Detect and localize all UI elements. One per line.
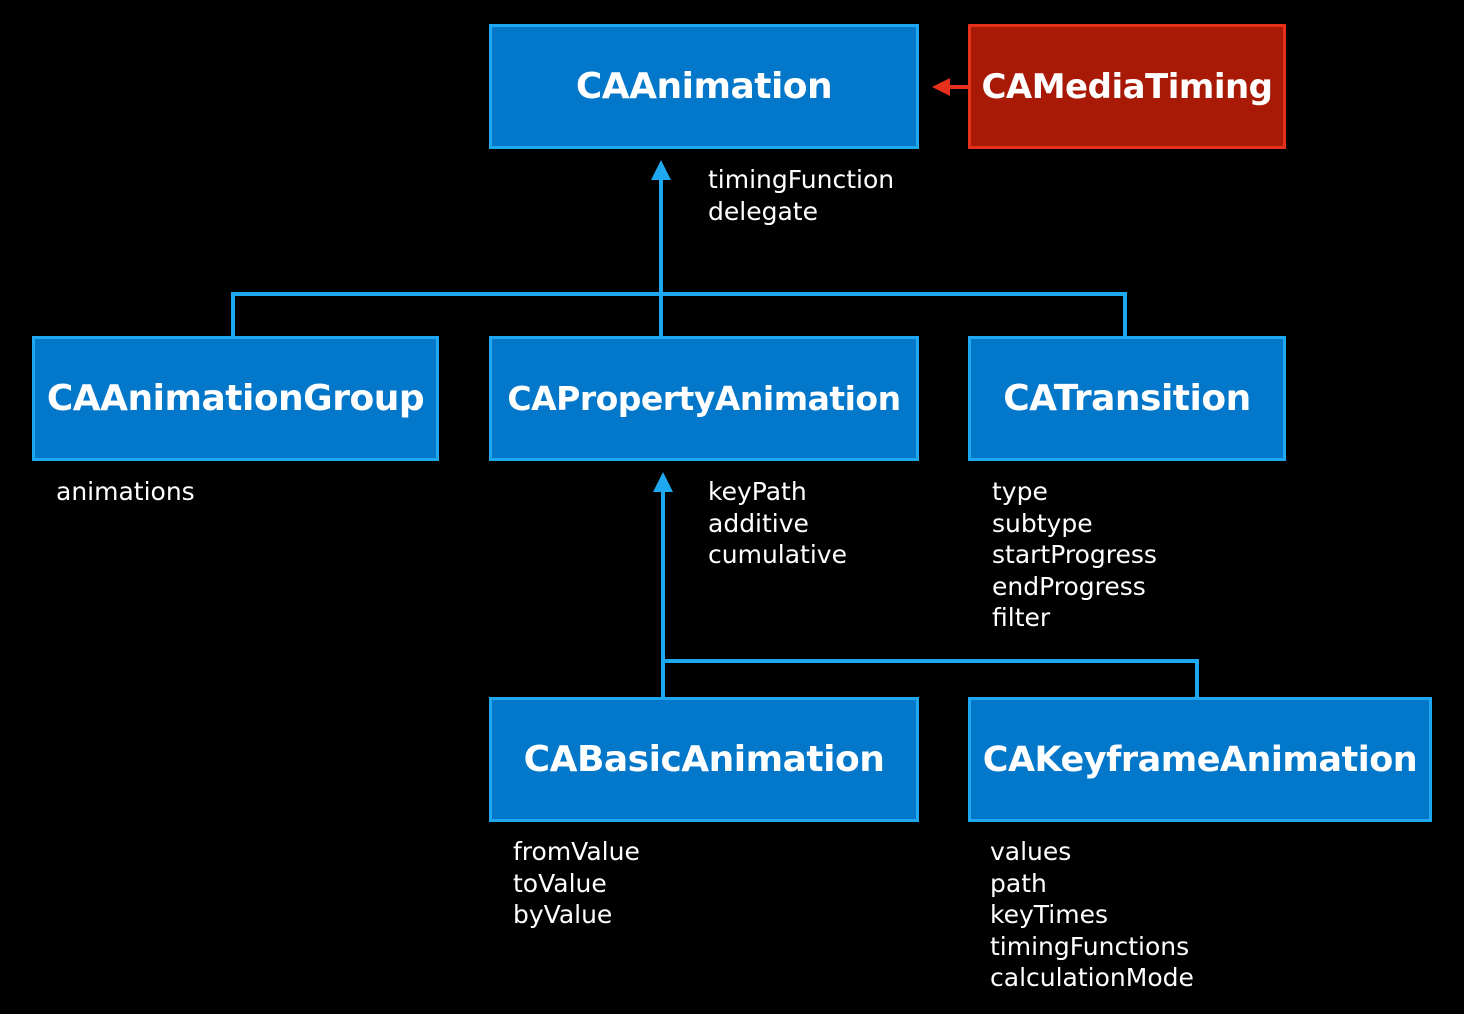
property-item: endProgress xyxy=(992,571,1146,601)
properties-catransition: type subtype startProgress endProgress f… xyxy=(992,476,1157,634)
class-box-catransition: CATransition xyxy=(968,336,1286,461)
class-box-cabasicanimation: CABasicAnimation xyxy=(489,697,919,822)
inheritance-bus-level1 xyxy=(231,292,1127,336)
property-item: toValue xyxy=(513,868,607,898)
property-item: delegate xyxy=(708,196,818,226)
property-item: fromValue xyxy=(513,837,640,866)
property-item: calculationMode xyxy=(990,963,1194,992)
class-box-cakeyframeanimation: CAKeyframeAnimation xyxy=(968,697,1432,822)
property-item: animations xyxy=(56,477,195,506)
property-item: byValue xyxy=(513,900,613,929)
protocol-name: CAMediaTiming xyxy=(981,66,1273,107)
property-item: timingFunction xyxy=(708,165,895,194)
property-item: startProgress xyxy=(992,540,1157,569)
class-box-caanimationgroup: CAAnimationGroup xyxy=(32,336,439,461)
protocol-box-camediatiming: CAMediaTiming xyxy=(968,24,1286,149)
inheritance-arrowhead-caanimation xyxy=(651,160,671,180)
property-item: cumulative xyxy=(708,540,847,569)
property-item: keyTimes xyxy=(990,900,1108,929)
property-item: additive xyxy=(708,508,809,538)
class-box-caanimation: CAAnimation xyxy=(489,24,919,149)
inheritance-arrowhead-capropertyanimation xyxy=(653,472,673,492)
property-item: values xyxy=(990,837,1072,866)
property-item: timingFunctions xyxy=(990,931,1190,961)
properties-caanimationgroup: animations xyxy=(56,476,195,508)
class-name: CABasicAnimation xyxy=(523,739,885,780)
class-name: CAPropertyAnimation xyxy=(507,379,901,418)
property-item: type xyxy=(992,477,1048,506)
properties-cakeyframeanimation: values path keyTimes timingFunctions cal… xyxy=(990,836,1194,994)
inheritance-bus-level2 xyxy=(663,659,1199,697)
class-name: CAAnimation xyxy=(575,66,833,107)
property-item: keyPath xyxy=(708,477,807,506)
properties-capropertyanimation: keyPath additive cumulative xyxy=(708,476,847,571)
class-box-capropertyanimation: CAPropertyAnimation xyxy=(489,336,919,461)
properties-cabasicanimation: fromValue toValue byValue xyxy=(513,836,640,931)
property-item: subtype xyxy=(992,508,1093,538)
property-item: path xyxy=(990,868,1047,898)
class-name: CAAnimationGroup xyxy=(46,378,425,419)
class-name: CAKeyframeAnimation xyxy=(982,739,1418,780)
property-item: filter xyxy=(992,603,1051,632)
protocol-arrowhead xyxy=(932,78,950,96)
class-name: CATransition xyxy=(1003,378,1251,419)
properties-caanimation: timingFunction delegate xyxy=(708,164,894,227)
